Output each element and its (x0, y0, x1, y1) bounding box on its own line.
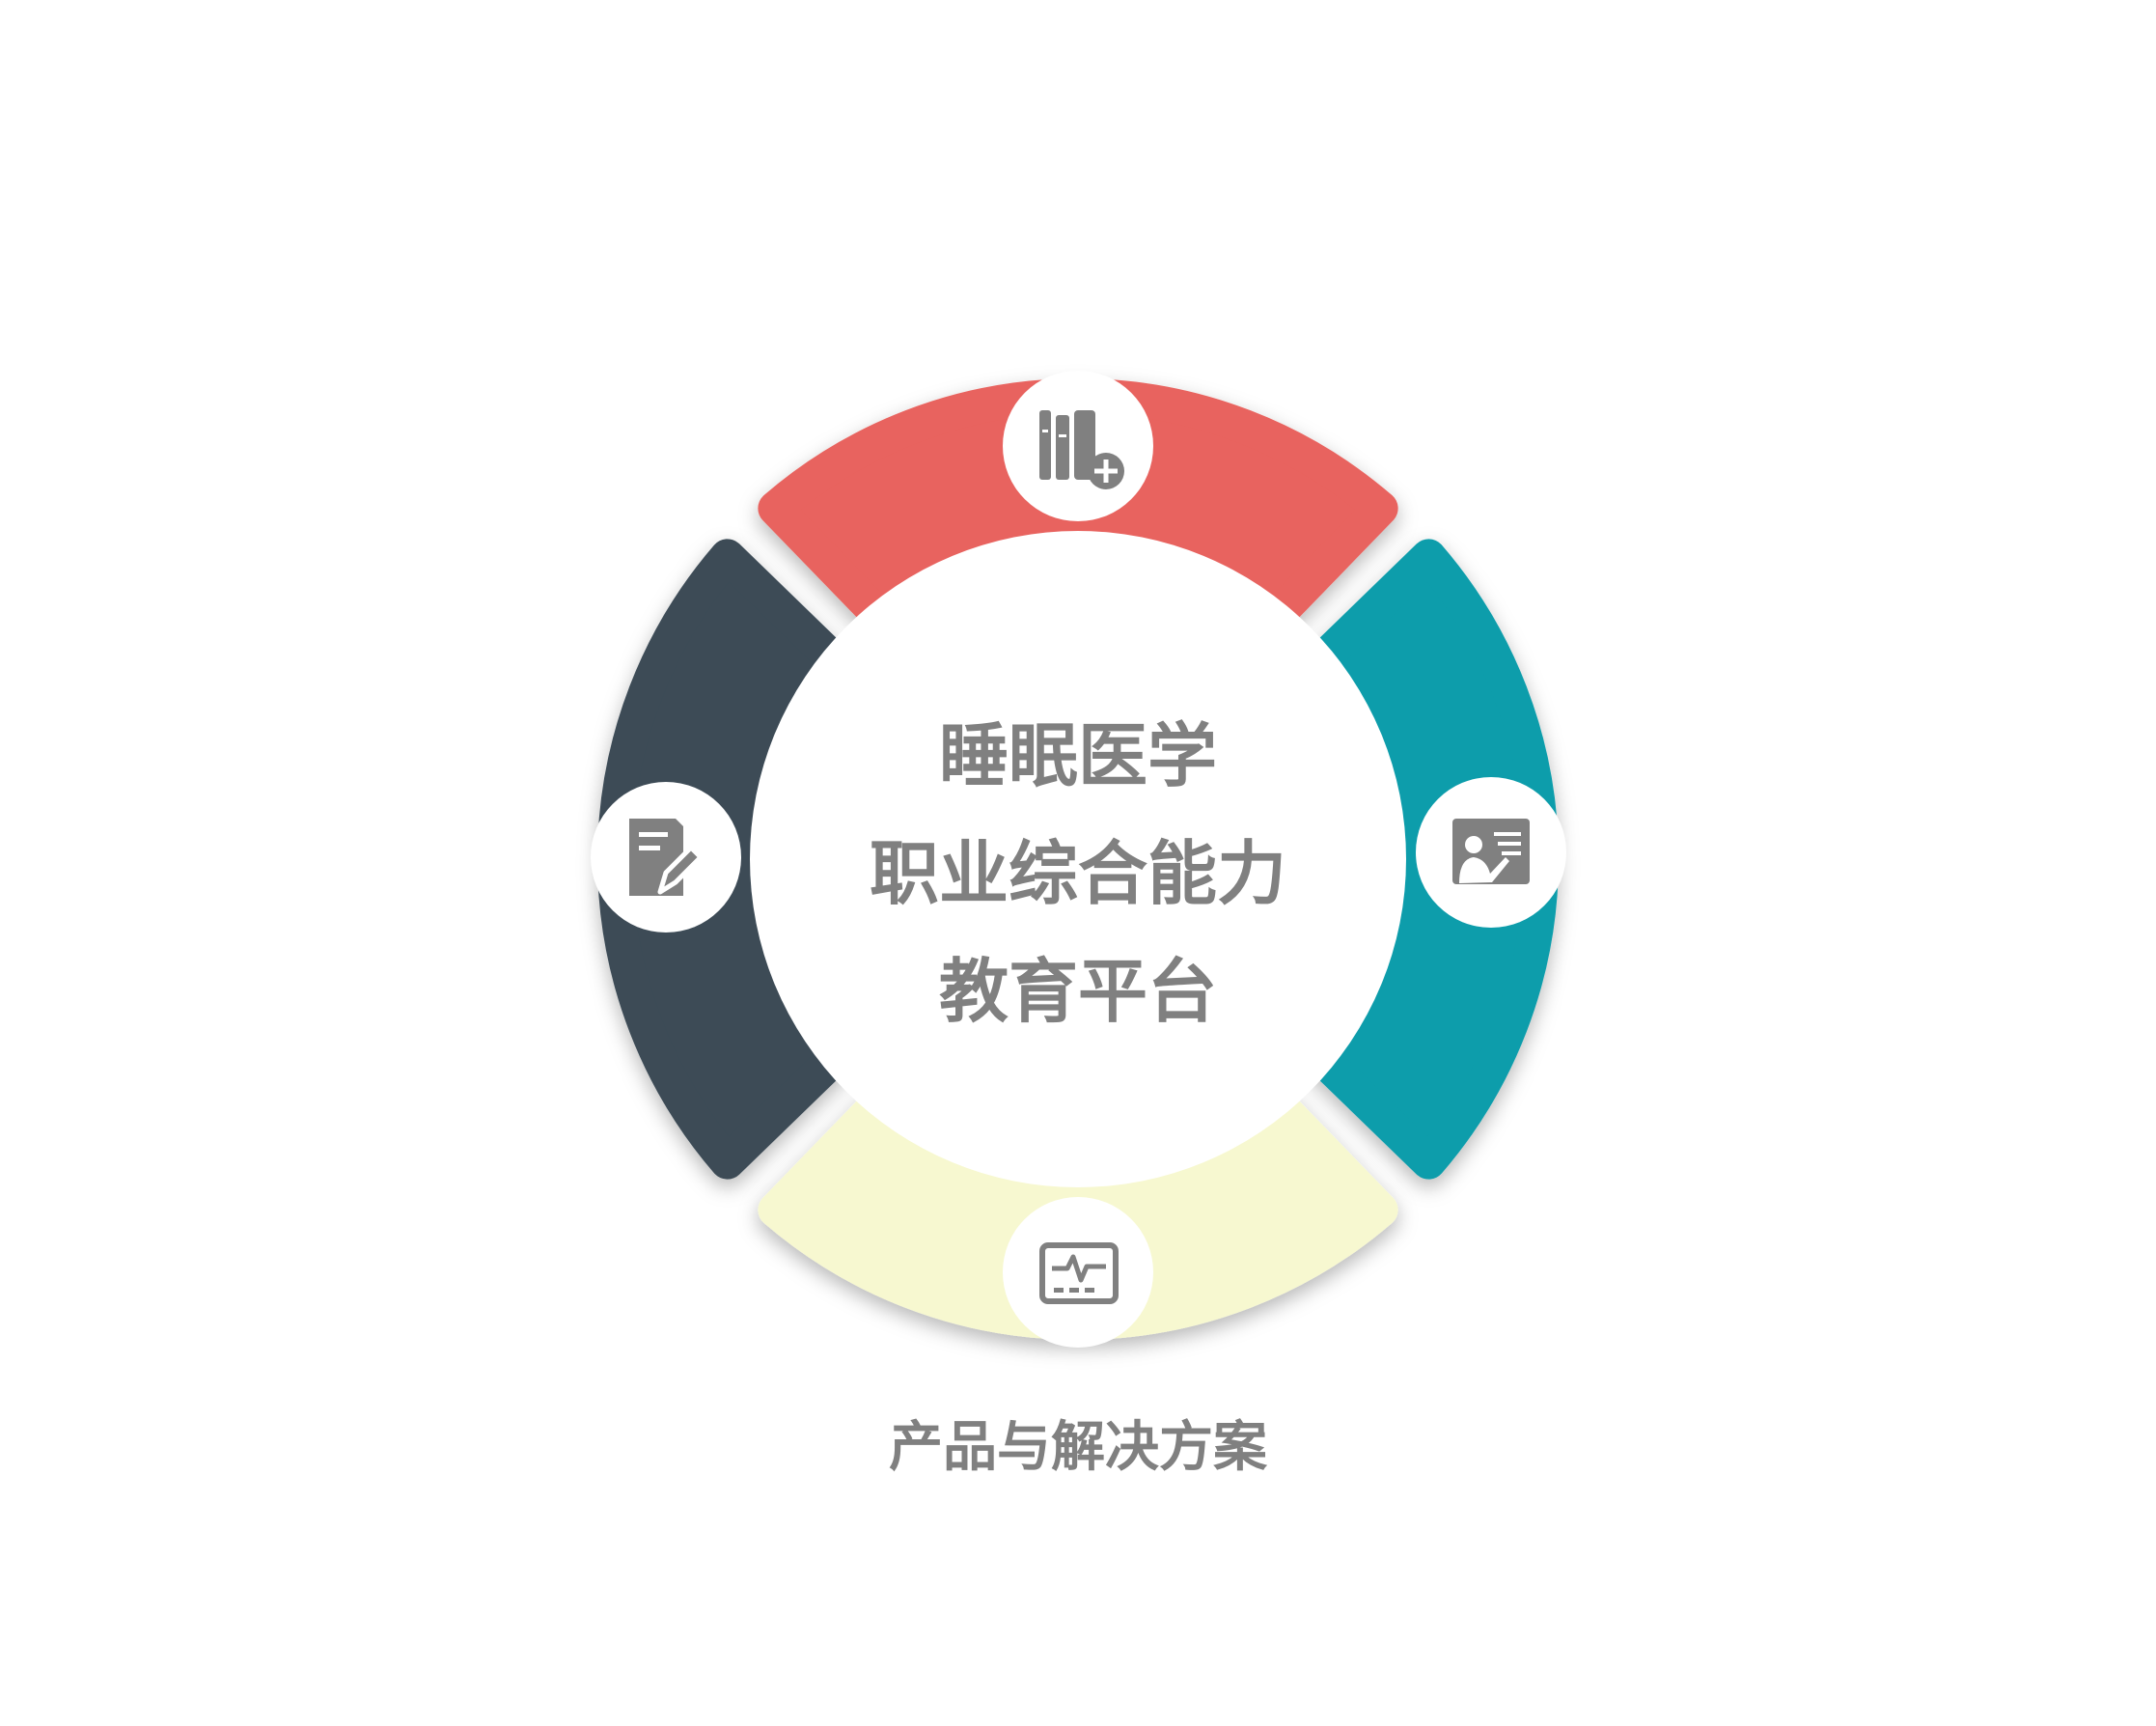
segment-right-label-line-1: 监测 (1599, 739, 1711, 805)
presentation-board-icon (1416, 777, 1566, 928)
segment-left-label-line-2: 与 (481, 826, 537, 892)
center-title: 睡眠医学 职业综合能力 教育平台 (870, 715, 1286, 1032)
center-title-line-3: 教育平台 (939, 951, 1217, 1032)
center-title-line-1: 睡眠医学 (939, 715, 1217, 796)
document-pen-icon (591, 782, 741, 933)
medical-books-plus-icon (1003, 371, 1153, 521)
segment-left-label-line-3: 随访 (453, 913, 565, 979)
segment-right-label-line-2: 与 (1627, 826, 1683, 892)
center-title-line-2: 职业综合能力 (870, 833, 1286, 914)
segment-right-label-line-3: 数据 (1599, 913, 1711, 979)
monitor-device-icon (1003, 1197, 1153, 1348)
segment-left-label-line-1: 干预 (453, 739, 565, 805)
center-hub (750, 531, 1406, 1187)
segment-top-label: 医学与临床 (938, 259, 1218, 324)
segment-bottom-label: 产品与解决方案 (889, 1416, 1268, 1479)
